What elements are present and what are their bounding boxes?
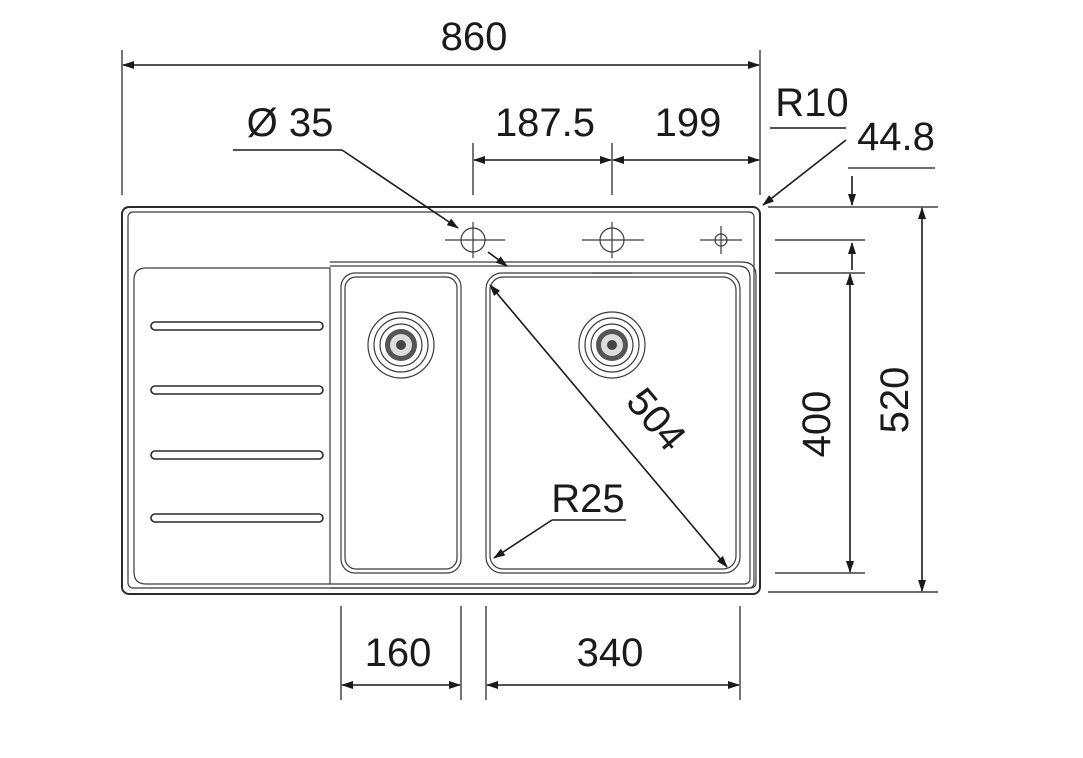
large-bowl-drain-icon	[578, 311, 646, 379]
drain-groove-1	[150, 321, 324, 331]
dim-small-bowl-width: 160	[340, 606, 462, 700]
label-corner-radius-bowl: R25	[551, 477, 624, 521]
drain-groove-2	[150, 385, 324, 395]
bowl-rim	[330, 265, 751, 585]
label-deck-offset: 44.8	[857, 115, 935, 159]
label-bowl-depth: 400	[795, 391, 839, 458]
dim-large-bowl-width: 340	[485, 606, 741, 700]
dim-overall-depth: 520	[768, 206, 938, 593]
tap-hole-3-icon	[700, 226, 742, 254]
tap-hole-1-icon	[445, 222, 505, 258]
dim-corner-radius-bowl: R25	[493, 477, 626, 559]
tap-hole-2-icon	[582, 222, 644, 258]
small-bowl	[340, 272, 462, 574]
label-tap-offset: 199	[655, 101, 722, 145]
label-overall-depth: 520	[873, 367, 917, 434]
drain-groove-4	[150, 513, 324, 523]
dim-bowl-diagonal: 504	[489, 284, 728, 568]
drain-groove-3	[150, 450, 324, 460]
label-bowl-diagonal: 504	[618, 380, 695, 459]
dim-tap-offset: 199	[612, 101, 760, 164]
draining-board	[133, 267, 331, 585]
label-small-bowl-width: 160	[365, 631, 432, 675]
small-bowl-drain-icon	[367, 311, 435, 379]
dim-bowl-depth: 400	[775, 272, 865, 574]
label-large-bowl-width: 340	[577, 631, 644, 675]
label-overall-width: 860	[441, 15, 508, 59]
dim-deck-offset: 44.8	[775, 115, 935, 270]
bowl-rim-outer	[330, 261, 757, 589]
dim-tap-hole: Ø 35	[233, 101, 508, 267]
dim-corner-radius-outer: R10	[762, 81, 849, 206]
label-corner-radius-outer: R10	[775, 81, 848, 125]
large-bowl	[485, 272, 741, 574]
label-tap-hole: Ø 35	[247, 101, 334, 145]
dim-tap-spacing: 187.5	[472, 101, 613, 195]
label-tap-spacing: 187.5	[495, 101, 595, 145]
dim-overall-width: 860	[121, 15, 761, 195]
